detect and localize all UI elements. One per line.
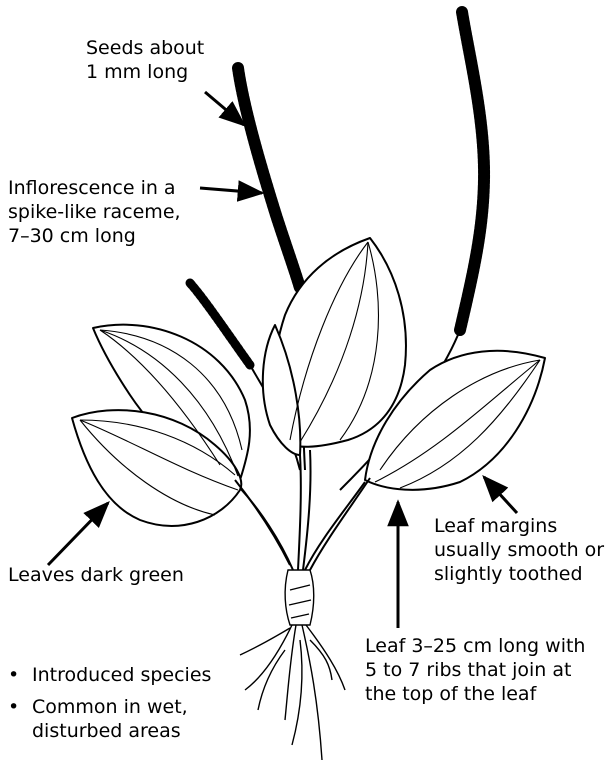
bullet-marker: •	[8, 663, 19, 687]
label-seeds-line-1: Seeds about	[86, 36, 204, 60]
label-leaf-length: Leaf 3–25 cm long with 5 to 7 ribs that …	[365, 634, 585, 706]
bullet-marker: •	[8, 695, 19, 719]
label-inflorescence-line-2: spike-like raceme,	[8, 200, 181, 224]
label-leaves-color-line-1: Leaves dark green	[8, 563, 184, 587]
label-seeds-line-2: 1 mm long	[86, 60, 204, 84]
label-leaf-margins-line-3: slightly toothed	[434, 562, 604, 586]
stems	[235, 450, 370, 570]
arrow-leaf-margins	[484, 477, 517, 513]
label-leaf-length-line-3: the top of the leaf	[365, 682, 585, 706]
label-leaf-length-line-2: 5 to 7 ribs that join at	[365, 658, 585, 682]
label-leaves-color: Leaves dark green	[8, 563, 184, 587]
label-inflorescence-line-1: Inflorescence in a	[8, 176, 181, 200]
fact-line: disturbed areas	[32, 719, 211, 743]
label-inflorescence: Inflorescence in a spike-like raceme, 7–…	[8, 176, 181, 248]
arrow-inflorescence	[200, 188, 262, 193]
label-leaf-margins-line-1: Leaf margins	[434, 514, 604, 538]
fact-line: Introduced species	[32, 664, 211, 686]
fact-item: • Introduced species	[8, 663, 211, 687]
arrow-leaves-color	[48, 503, 108, 565]
label-inflorescence-line-3: 7–30 cm long	[8, 224, 181, 248]
facts-list: • Introduced species • Common in wet, di…	[8, 663, 211, 743]
fact-item: • Common in wet, disturbed areas	[8, 695, 211, 743]
label-leaf-margins: Leaf margins usually smooth or slightly …	[434, 514, 604, 586]
fact-line: Common in wet,	[32, 695, 211, 719]
label-leaf-length-line-1: Leaf 3–25 cm long with	[365, 634, 585, 658]
flower-spike-left	[238, 68, 300, 288]
label-seeds: Seeds about 1 mm long	[86, 36, 204, 84]
flower-spike-right	[460, 12, 484, 330]
roots	[240, 570, 345, 760]
label-leaf-margins-line-2: usually smooth or	[434, 538, 604, 562]
